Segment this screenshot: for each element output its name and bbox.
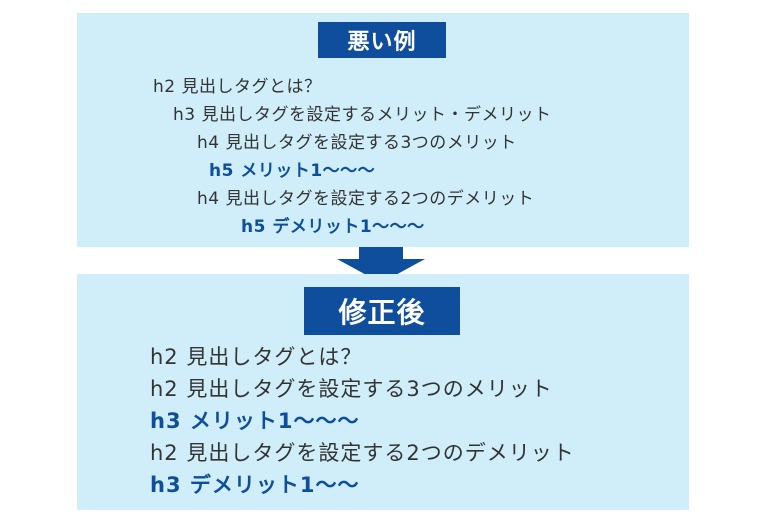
bad-example-panel: 悪い例 h2 見出しタグとは？ h3 見出しタグを設定するメリット・デメリット … bbox=[77, 13, 689, 247]
corrected-panel: 修正後 h2 見出しタグとは？ h2 見出しタグを設定する3つのメリット h3 … bbox=[77, 274, 689, 510]
bad-example-label: 悪い例 bbox=[318, 22, 446, 58]
good-line-h2-demerit: h2 見出しタグを設定する2つのデメリット bbox=[150, 441, 575, 465]
good-line-h3-merit: h3 メリット1～～～ bbox=[150, 409, 360, 433]
bad-line-h2: h2 見出しタグとは？ bbox=[153, 77, 322, 97]
good-line-h2-intro: h2 見出しタグとは？ bbox=[150, 345, 363, 369]
good-line-h2-merit: h2 見出しタグを設定する3つのメリット bbox=[150, 377, 553, 401]
bad-line-h4-demerit: h4 見出しタグを設定する2つのデメリット bbox=[197, 189, 535, 209]
bad-line-h4-merit: h4 見出しタグを設定する3つのメリット bbox=[197, 133, 517, 153]
bad-line-h5-demerit: h5 デメリット1～～～ bbox=[241, 217, 425, 237]
bad-line-h3: h3 見出しタグを設定するメリット・デメリット bbox=[173, 105, 552, 125]
corrected-label: 修正後 bbox=[304, 287, 460, 335]
bad-line-h5-merit: h5 メリット1～～～ bbox=[209, 161, 376, 181]
good-line-h3-demerit: h3 デメリット1～～ bbox=[150, 473, 360, 497]
